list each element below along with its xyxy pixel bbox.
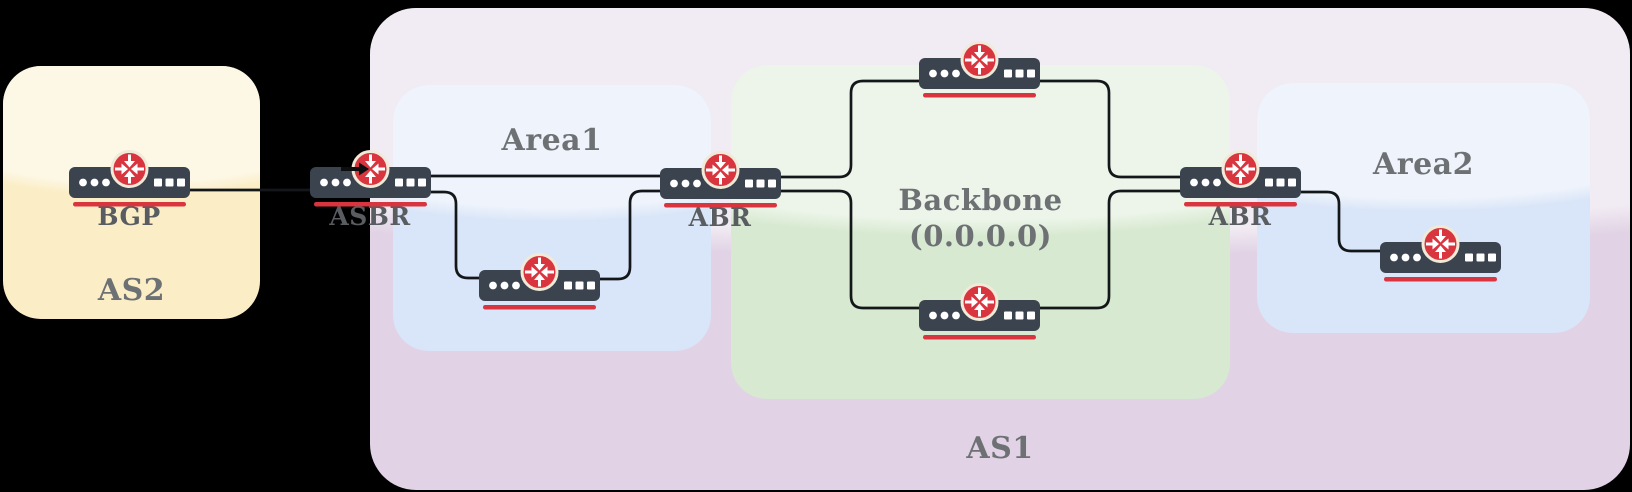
zone-area2 — [1257, 83, 1590, 333]
node-asbr-router — [310, 148, 431, 208]
backbone-title: Backbone — [898, 183, 1063, 217]
router-icon — [1380, 223, 1501, 283]
edge-abr-backbonebottom — [781, 189, 919, 310]
router-icon — [919, 39, 1040, 99]
node-backbone-bottom-router — [919, 281, 1040, 341]
zone-label-area1: Area1 — [501, 123, 603, 158]
zone-label-as1: AS1 — [966, 431, 1034, 466]
node-area2-router — [1380, 223, 1501, 283]
router-icon — [660, 149, 781, 209]
router-icon — [479, 251, 600, 311]
zone-label-area2: Area2 — [1373, 147, 1474, 182]
node-area1-router — [479, 251, 600, 311]
router-icon — [1180, 148, 1301, 208]
router-icon-with-incoming-arrow — [310, 148, 431, 208]
node-label-abr-right: ABR — [1208, 202, 1272, 231]
node-label-asbr: ASBR — [329, 202, 411, 231]
router-icon — [919, 281, 1040, 341]
node-abr-left-router — [660, 149, 781, 209]
node-bgp-router — [69, 148, 190, 208]
edge-abr2-area2router — [1301, 190, 1380, 253]
zone-label-as2: AS2 — [97, 273, 166, 308]
zone-label-backbone: Backbone (0.0.0.0) — [731, 186, 1230, 251]
edge-area1router-abr — [600, 189, 660, 281]
node-backbone-top-router — [919, 39, 1040, 99]
backbone-area-id: (0.0.0.0) — [909, 219, 1052, 253]
edge-abr-backbonetop — [781, 79, 919, 179]
zone-as2 — [3, 66, 260, 319]
zone-backbone — [731, 65, 1230, 399]
edge-asbr-area1router — [431, 190, 479, 280]
node-label-bgp: BGP — [97, 202, 161, 231]
edge-backbonetop-abr2 — [1040, 79, 1180, 179]
edge-backbonebottom-abr2 — [1040, 189, 1180, 310]
node-label-abr-left: ABR — [688, 203, 752, 232]
node-abr-right-router — [1180, 148, 1301, 208]
router-icon — [69, 148, 190, 208]
